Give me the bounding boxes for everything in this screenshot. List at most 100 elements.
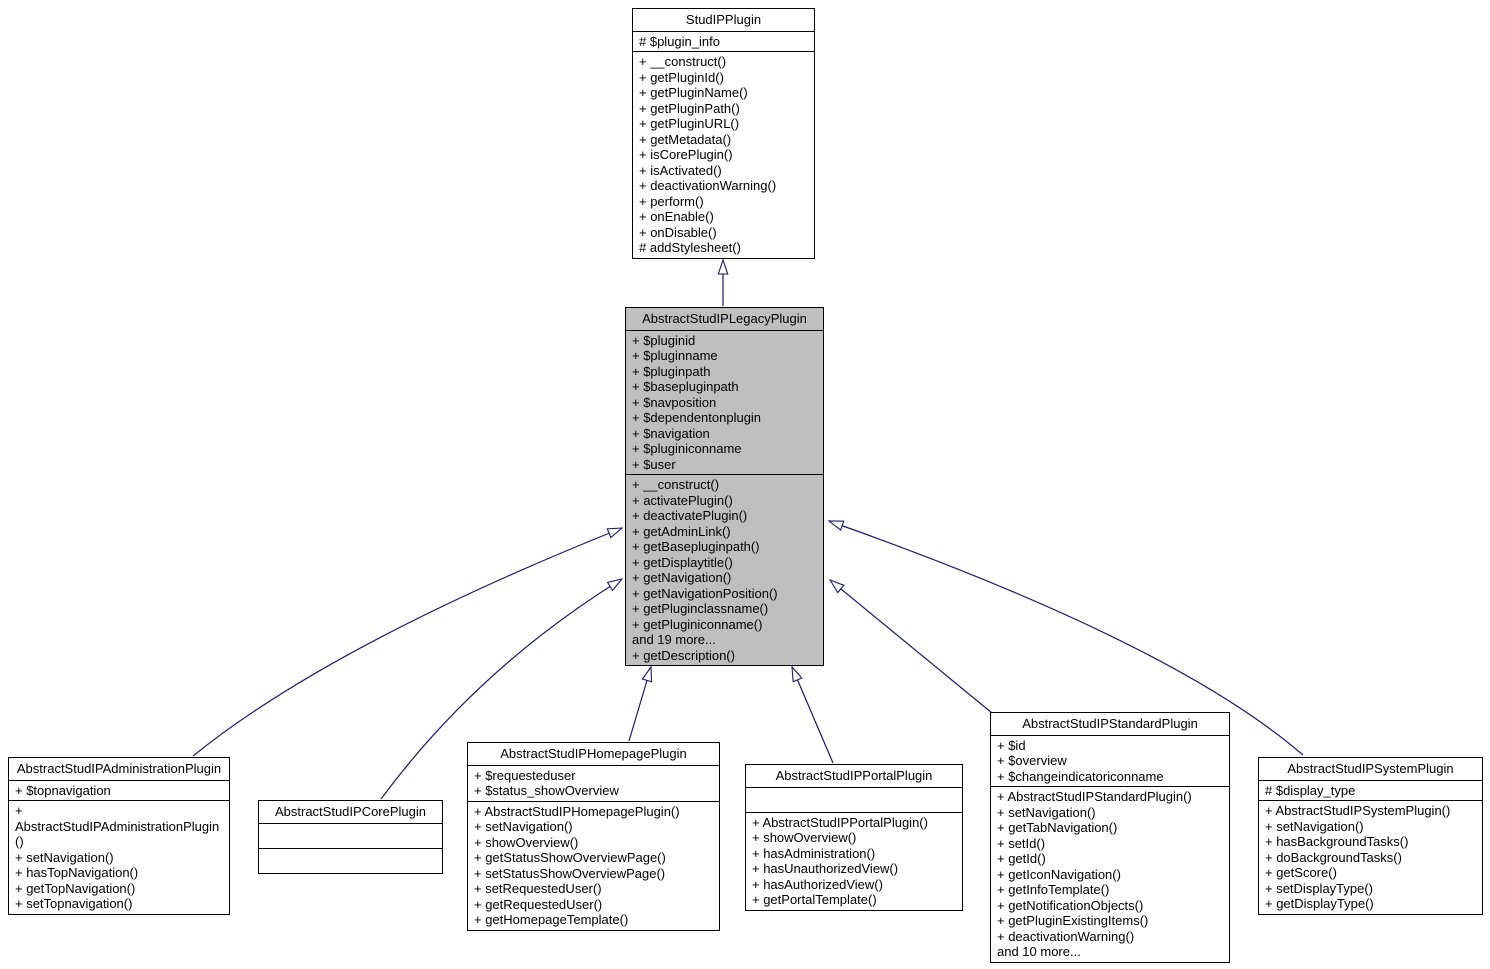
class-member: + getMetadata() xyxy=(639,131,732,147)
class-member: + getAdminLink() xyxy=(632,523,731,539)
class-member: + $user xyxy=(632,456,676,472)
class-member: + $pluginname xyxy=(632,348,718,363)
class-node-systemplugin[interactable]: AbstractStudIPSystemPlugin # $display_ty… xyxy=(1258,757,1483,915)
class-member: + getNavigationPosition() xyxy=(632,585,778,601)
class-member: + getBasepluginpath() xyxy=(632,539,760,554)
class-member: + getNotificationObjects() xyxy=(997,897,1144,913)
class-member: + $pluginpath xyxy=(632,363,711,379)
class-member: + $changeindicatoriconname xyxy=(997,768,1164,784)
class-member: + getInfoTemplate() xyxy=(997,882,1110,897)
class-title: AbstractStudIPPortalPlugin xyxy=(746,765,962,788)
class-member: + AbstractStudIPStandardPlugin() xyxy=(997,789,1192,804)
class-member: + activatePlugin() xyxy=(632,492,733,508)
class-member: + getPluginExistingItems() xyxy=(997,913,1149,928)
class-member: + __construct() xyxy=(639,54,727,69)
class-member: + $basepluginpath xyxy=(632,379,739,394)
class-member: + $navigation xyxy=(632,425,710,441)
class-member: + deactivationWarning() xyxy=(639,178,777,193)
class-member: + __construct() xyxy=(632,477,720,492)
class-member: + getPluginURL() xyxy=(639,116,740,131)
class-node-coreplugin[interactable]: AbstractStudIPCorePlugin xyxy=(258,800,443,874)
class-title: AbstractStudIPLegacyPlugin xyxy=(626,308,823,331)
class-member: + perform() xyxy=(639,193,704,209)
class-member: + hasBackgroundTasks() xyxy=(1265,834,1409,849)
class-member: + $pluginiconname xyxy=(632,441,742,456)
class-member: + $topnavigation xyxy=(15,782,111,798)
class-member: + AbstractStudIPPortalPlugin() xyxy=(752,814,928,830)
class-node-legacyplugin[interactable]: AbstractStudIPLegacyPlugin + $pluginid+ … xyxy=(625,307,824,666)
class-methods: + AbstractStudIPAdministrationPlugin()+ … xyxy=(9,800,229,914)
class-member: + AbstractStudIPSystemPlugin() xyxy=(1265,803,1451,818)
class-member: + setNavigation() xyxy=(15,849,114,865)
class-title: AbstractStudIPStandardPlugin xyxy=(991,713,1229,736)
class-member: + isCorePlugin() xyxy=(639,147,733,162)
class-methods: + AbstractStudIPSystemPlugin()+ setNavig… xyxy=(1259,800,1482,914)
class-member: + hasAuthorizedView() xyxy=(752,876,883,892)
class-member: + $id xyxy=(997,737,1026,753)
class-attributes xyxy=(259,824,442,848)
class-attributes: # $display_type xyxy=(1259,781,1482,801)
class-methods: + AbstractStudIPPortalPlugin()+ showOver… xyxy=(746,811,962,910)
edge-system-to-legacy xyxy=(829,521,1304,756)
class-member: and 10 more... xyxy=(997,944,1081,959)
class-member: + setNavigation() xyxy=(997,804,1096,820)
class-member: + getIconNavigation() xyxy=(997,866,1121,882)
class-title: StudIPPlugin xyxy=(633,9,814,32)
class-member: + setRequestedUser() xyxy=(474,881,602,896)
class-node-administrationplugin[interactable]: AbstractStudIPAdministrationPlugin + $to… xyxy=(8,757,230,915)
class-member: + hasTopNavigation() xyxy=(15,865,139,880)
class-member: + getPluginPath() xyxy=(639,100,740,116)
class-attributes: + $pluginid+ $pluginname+ $pluginpath+ $… xyxy=(626,331,823,475)
class-node-studipplugin[interactable]: StudIPPlugin # $plugin_info + __construc… xyxy=(632,8,815,259)
class-member: + hasAdministration() xyxy=(752,845,876,861)
class-member: + onEnable() xyxy=(639,209,714,224)
class-member: + getScore() xyxy=(1265,865,1337,880)
class-member: # $plugin_info xyxy=(639,33,720,49)
class-member: + getHomepageTemplate() xyxy=(474,912,629,927)
edge-standard-to-legacy xyxy=(830,580,993,714)
class-member: + getNavigation() xyxy=(632,570,732,585)
class-member: + setNavigation() xyxy=(474,819,573,834)
class-member: + isActivated() xyxy=(639,162,722,178)
class-attributes xyxy=(746,788,962,812)
class-member: + $status_showOverview xyxy=(474,783,619,798)
class-member: + getId() xyxy=(997,851,1046,866)
class-member: + getPluginName() xyxy=(639,85,748,100)
class-node-portalplugin[interactable]: AbstractStudIPPortalPlugin + AbstractStu… xyxy=(745,764,963,911)
class-member: + AbstractStudIPAdministrationPlugin() xyxy=(15,803,220,849)
class-node-homepageplugin[interactable]: AbstractStudIPHomepagePlugin + $requeste… xyxy=(467,742,720,931)
class-member: + $pluginid xyxy=(632,332,696,348)
class-member: + AbstractStudIPHomepagePlugin() xyxy=(474,803,680,819)
class-member: + showOverview() xyxy=(752,830,857,845)
class-methods xyxy=(259,847,442,873)
class-title: AbstractStudIPCorePlugin xyxy=(259,801,442,824)
class-member: + setDisplayType() xyxy=(1265,880,1374,896)
class-methods: + AbstractStudIPStandardPlugin()+ setNav… xyxy=(991,786,1229,962)
class-member: and 19 more... xyxy=(632,632,716,647)
class-attributes: # $plugin_info xyxy=(633,32,814,52)
class-member: + doBackgroundTasks() xyxy=(1265,849,1402,865)
class-title: AbstractStudIPHomepagePlugin xyxy=(468,743,719,766)
edge-administration-to-legacy xyxy=(192,528,622,757)
class-member: + setTopnavigation() xyxy=(15,896,133,911)
class-member: + deactivatePlugin() xyxy=(632,508,748,523)
class-member: # $display_type xyxy=(1265,782,1356,798)
class-title: AbstractStudIPSystemPlugin xyxy=(1259,758,1482,781)
class-member: + getPluginId() xyxy=(639,69,724,85)
class-attributes: + $topnavigation xyxy=(9,781,229,801)
class-node-standardplugin[interactable]: AbstractStudIPStandardPlugin + $id+ $ove… xyxy=(990,712,1230,963)
class-member: + getDisplaytitle() xyxy=(632,554,733,570)
class-member: + getRequestedUser() xyxy=(474,896,603,912)
class-member: + showOverview() xyxy=(474,834,579,850)
class-member: + setId() xyxy=(997,835,1046,851)
class-member: + $dependentonplugin xyxy=(632,410,762,425)
class-methods: + __construct()+ getPluginId()+ getPlugi… xyxy=(633,51,814,258)
class-member: + getTopNavigation() xyxy=(15,880,136,896)
class-member: # addStylesheet() xyxy=(639,240,741,255)
class-member: + $requesteduser xyxy=(474,767,576,783)
class-member: + getPluginclassname() xyxy=(632,601,769,616)
class-member: + getDisplayType() xyxy=(1265,896,1374,911)
class-member: + deactivationWarning() xyxy=(997,928,1135,944)
class-member: + getDescription() xyxy=(632,647,735,663)
